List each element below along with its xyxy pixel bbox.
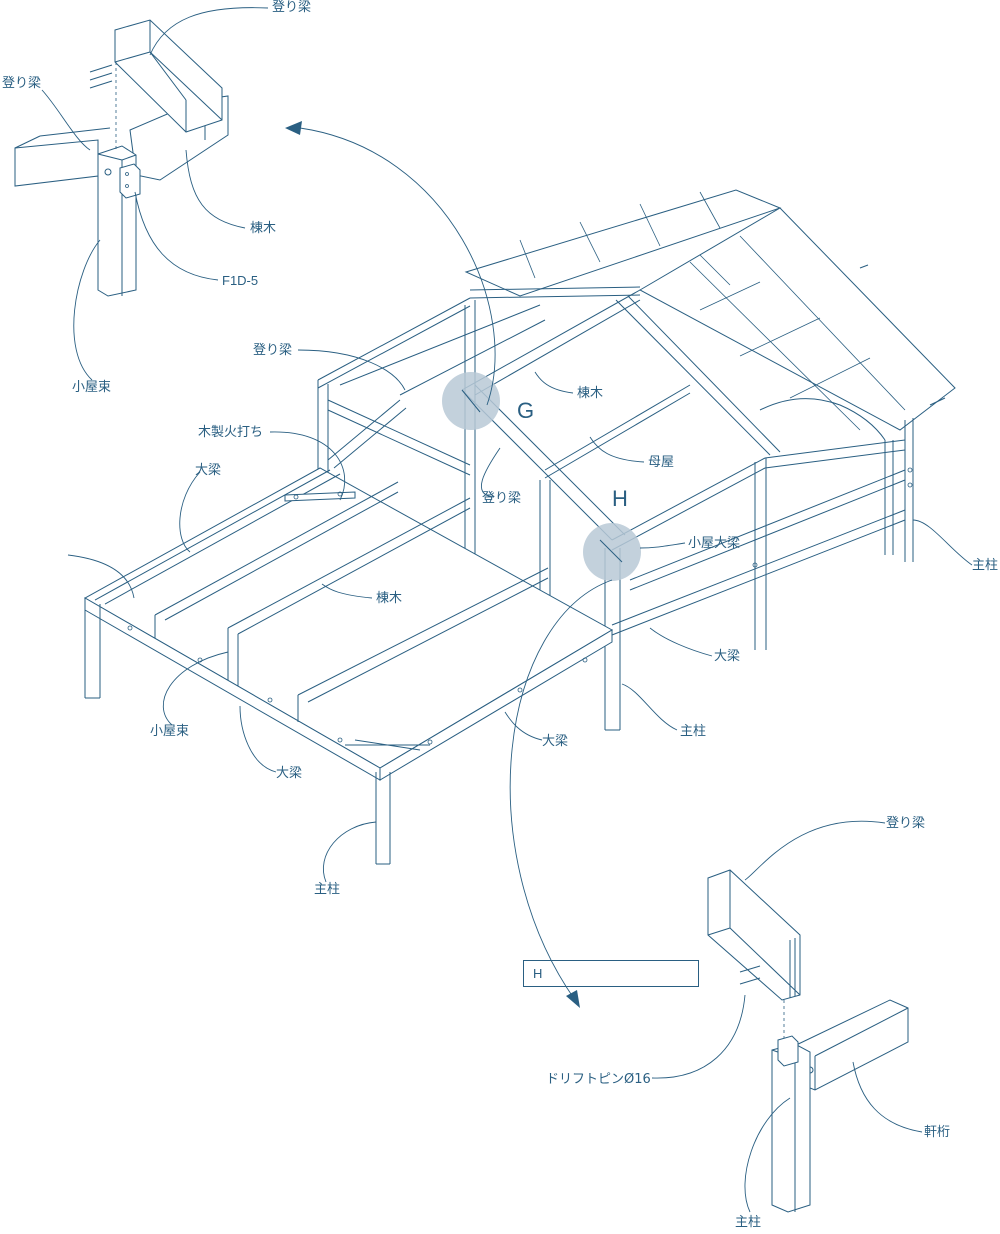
label-beam-mid: 大梁 [542, 734, 569, 749]
caption-box-text: H [533, 966, 543, 981]
label-post-right: 主柱 [972, 558, 999, 573]
label-ridge-upper: 棟木 [577, 386, 604, 401]
label-purlin: 母屋 [648, 455, 675, 470]
label-beam-front-right: 大梁 [714, 649, 741, 664]
label-detail-g-post: 小屋束 [72, 380, 112, 395]
label-detail-g-rafter-left: 登り梁 [2, 76, 42, 91]
label-short-post: 小屋束 [150, 724, 190, 739]
label-detail-h-post: 主柱 [735, 1215, 762, 1230]
label-detail-g-metal: F1D-5 [222, 273, 259, 288]
label-rafter-mid: 登り梁 [482, 491, 522, 506]
detail-h-drawing [707, 869, 909, 1213]
label-detail-h-eave-beam: 軒桁 [924, 1125, 951, 1140]
label-roof-beam: 小屋大梁 [688, 536, 741, 551]
label-detail-h-pin: ドリフトピンØ16 [546, 1072, 651, 1087]
detail-g-drawing [14, 19, 229, 297]
leader-lines [41, 7, 973, 1213]
label-post-front: 主柱 [314, 882, 341, 897]
caption-box: H [523, 960, 699, 987]
label-beam-front: 大梁 [276, 766, 303, 781]
label-detail-g-rafter-top: 登り梁 [272, 0, 312, 15]
label-brace: 木製火打ち [198, 425, 264, 440]
marker-h: H [612, 486, 628, 511]
label-rafter-upper: 登り梁 [253, 343, 293, 358]
arrow-to-detail-g [299, 127, 496, 406]
label-post-front-right: 主柱 [680, 724, 707, 739]
main-frame [83, 286, 914, 865]
marker-g: G [517, 398, 535, 423]
roof-panels [464, 189, 956, 441]
label-detail-h-rafter: 登り梁 [886, 816, 926, 831]
label-detail-g-ridge: 棟木 [250, 221, 277, 236]
arrow-to-detail-h [509, 579, 613, 1001]
label-ridge-lower: 棟木 [376, 591, 403, 606]
label-beam-left: 大梁 [195, 463, 222, 478]
